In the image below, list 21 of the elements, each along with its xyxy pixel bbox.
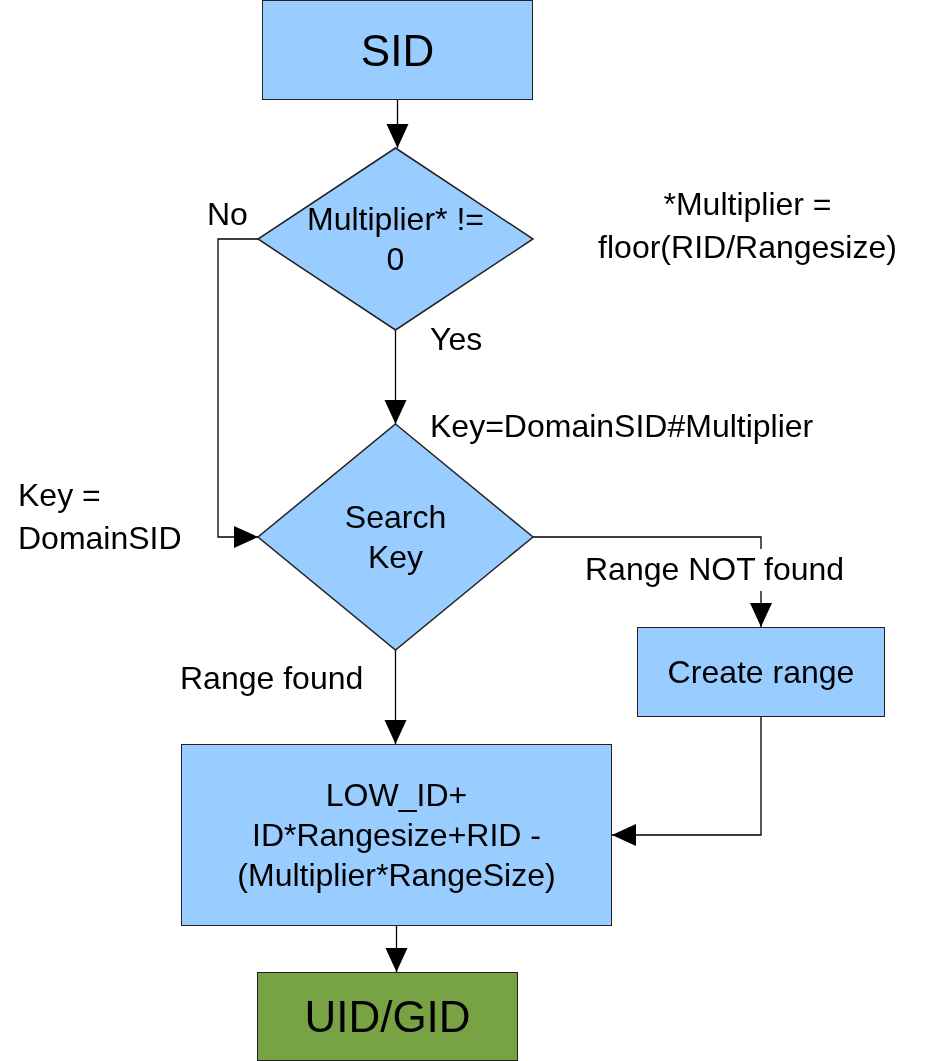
arrow: [385, 925, 408, 973]
node-text: LOW_ID+ ID*Rangesize+RID - (Multiplier*RangeSize): [236, 776, 557, 895]
footnote: *Multiplier = floor(RID/Rangesize): [597, 185, 898, 268]
arrow: [386, 99, 409, 149]
process-box: [637, 627, 885, 717]
node-text: Create range: [667, 653, 855, 692]
arrow: [611, 716, 762, 846]
arrow: [384, 649, 407, 745]
end-box: [257, 972, 518, 1061]
edge-label: Range NOT found: [585, 549, 845, 591]
arrow: [384, 329, 407, 425]
node-text: Search Key: [343, 498, 448, 577]
node-text: Multiplier* != 0: [306, 200, 485, 279]
process-box: [181, 744, 612, 926]
annotation: Key = DomainSID: [18, 476, 183, 559]
decision-diamond: [258, 148, 533, 330]
annotation: Key=DomainSID#Multiplier: [430, 407, 815, 446]
node-text: SID: [360, 24, 435, 77]
node-text: UID/GID: [304, 991, 471, 1043]
start-box: [262, 0, 533, 100]
arrow: [217, 238, 259, 548]
